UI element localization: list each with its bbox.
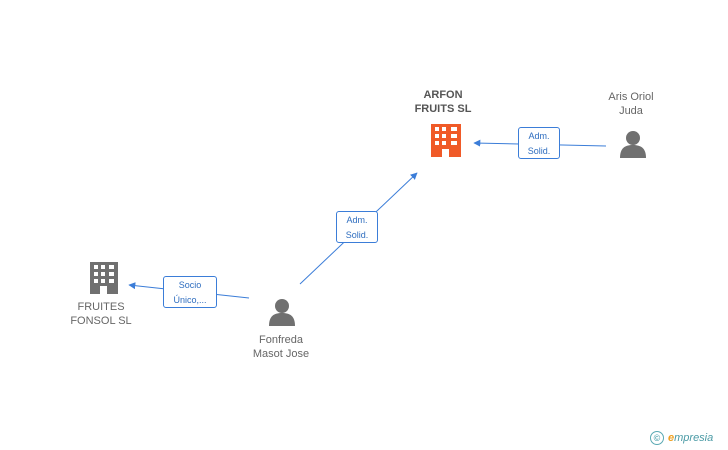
- edge-label-line: Solid.: [527, 146, 551, 156]
- edge-label-line: Adm.: [528, 131, 550, 141]
- edge-label-socio-unico[interactable]: Socio Único,...: [163, 276, 217, 308]
- building-icon[interactable]: [90, 262, 118, 294]
- brand-logo: empresia: [668, 432, 714, 444]
- empresia-watermark: © empresia: [650, 428, 713, 448]
- node-label-arfon-fruits[interactable]: ARFON FRUITS SL: [388, 88, 498, 116]
- edge-label-line: Adm.: [346, 215, 368, 225]
- person-icon[interactable]: [620, 131, 646, 158]
- node-label-line: FRUITS SL: [414, 103, 472, 115]
- node-label-line: Juda: [619, 105, 643, 117]
- node-label-line: Aris Oriol: [608, 91, 654, 103]
- node-label-line: Masot Jose: [252, 348, 310, 360]
- node-label-fonfreda-masot[interactable]: Fonfreda Masot Jose: [226, 333, 336, 361]
- node-label-line: FONSOL SL: [70, 315, 132, 327]
- node-label-line: Fonfreda: [258, 334, 304, 346]
- edge-label-adm-solid[interactable]: Adm. Solid.: [518, 127, 560, 159]
- node-label-fruites-fonsol[interactable]: FRUITES FONSOL SL: [46, 300, 156, 328]
- edge-label-line: Solid.: [345, 230, 369, 240]
- edge-label-adm-solid[interactable]: Adm. Solid.: [336, 211, 378, 243]
- copyright-icon: ©: [650, 431, 664, 445]
- person-icon[interactable]: [269, 299, 295, 326]
- node-label-line: FRUITES: [77, 301, 125, 313]
- node-label-line: ARFON: [423, 89, 463, 101]
- edge-label-line: Único,...: [173, 295, 207, 305]
- node-label-aris-oriol[interactable]: Aris Oriol Juda: [576, 90, 686, 118]
- building-icon[interactable]: [431, 124, 461, 157]
- edge-label-line: Socio: [178, 280, 202, 290]
